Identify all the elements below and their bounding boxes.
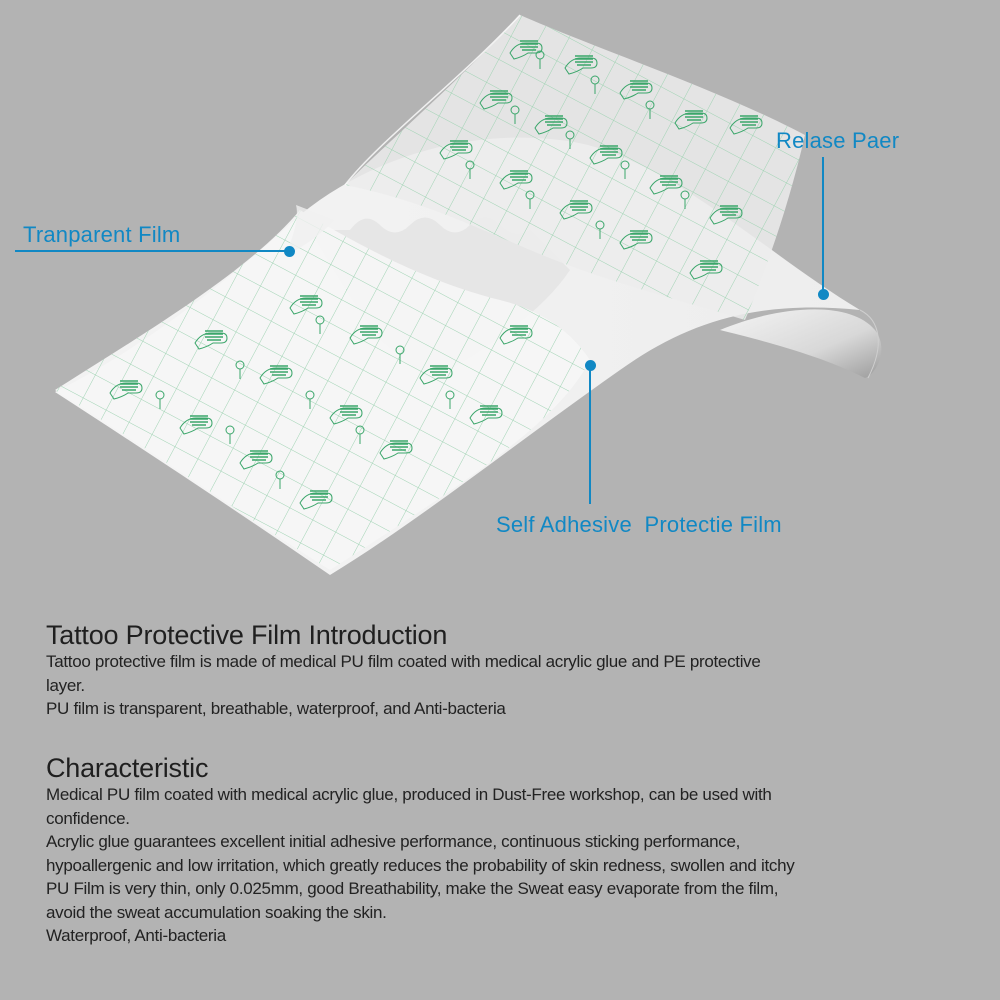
characteristic-line: Acrylic glue guarantees excellent initia… bbox=[46, 832, 741, 851]
characteristic-line: PU Film is very thin, only 0.025mm, good… bbox=[46, 879, 779, 898]
callout-dot-release-paper bbox=[818, 289, 829, 300]
intro-section: Tattoo Protective Film Introduction Tatt… bbox=[46, 620, 761, 721]
characteristic-line: confidence. bbox=[46, 808, 130, 828]
characteristic-section: Characteristic Medical PU film coated wi… bbox=[46, 753, 795, 948]
callout-label-transparent-film: Tranparent Film bbox=[23, 222, 181, 247]
intro-line: PU film is transparent, breathable, wate… bbox=[46, 699, 506, 718]
callout-label-self-adhesive-film: Self Adhesive Protectie Film bbox=[496, 512, 782, 537]
intro-title: Tattoo Protective Film Introduction bbox=[46, 620, 448, 650]
callout-label-release-paper: Relase Paer bbox=[776, 128, 900, 153]
callout-line-transparent-film bbox=[15, 250, 290, 252]
callout-line-release-paper bbox=[822, 157, 824, 292]
characteristic-line: Medical PU film coated with medical acry… bbox=[46, 785, 772, 804]
intro-line: layer. bbox=[46, 675, 85, 695]
characteristic-title: Characteristic bbox=[46, 753, 209, 783]
characteristic-line: Waterproof, Anti-bacteria bbox=[46, 926, 226, 945]
characteristic-line: hypoallergenic and low irritation, which… bbox=[46, 855, 795, 875]
product-illustration: Tranparent Film Relase Paer Self Adhesiv… bbox=[15, 14, 900, 575]
characteristic-line: avoid the sweat accumulation soaking the… bbox=[46, 902, 387, 922]
callout-dot-transparent-film bbox=[284, 246, 295, 257]
film-layers-graphic bbox=[55, 14, 882, 575]
intro-line: Tattoo protective film is made of medica… bbox=[46, 652, 761, 671]
callout-line-self-adhesive-film bbox=[589, 370, 591, 504]
callout-dot-self-adhesive-film bbox=[585, 360, 596, 371]
